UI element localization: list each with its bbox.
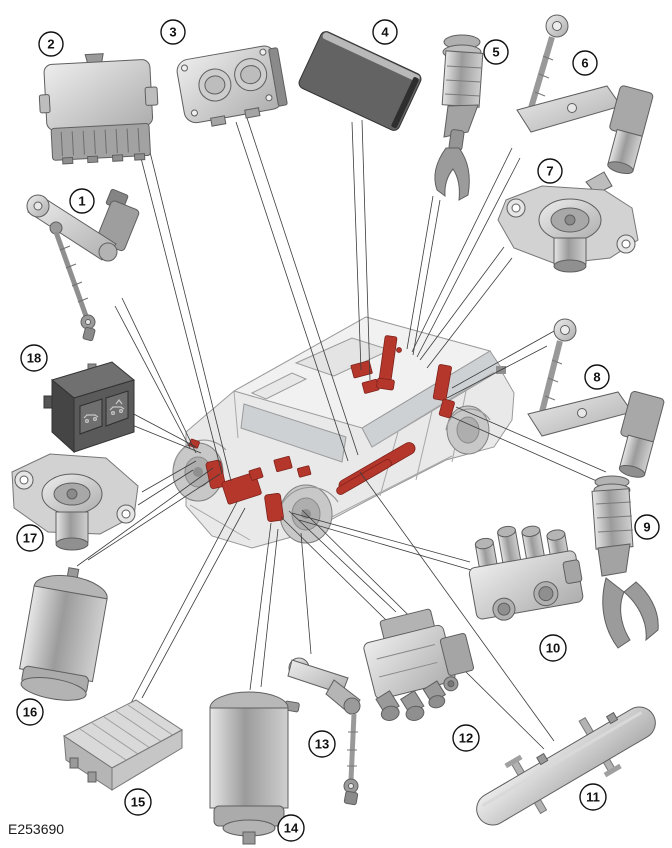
part-height-sensor-front	[26, 188, 140, 342]
callout-11: 11	[579, 783, 607, 811]
svg-text:7: 7	[546, 164, 553, 179]
callout-4: 4	[372, 19, 398, 45]
part-height-sensor-linkage-a	[516, 14, 654, 175]
part-air-spring-front	[19, 567, 108, 701]
highlight-rear-right-air-spring	[264, 493, 284, 522]
callout-16: 16	[16, 698, 44, 726]
switch-button-lower	[79, 398, 103, 435]
svg-text:9: 9	[643, 520, 650, 535]
part-control-module	[38, 53, 159, 165]
leader-lines	[76, 117, 607, 750]
suspension-lower-icon	[83, 414, 99, 424]
part-air-strut-front	[434, 34, 484, 201]
svg-text:5: 5	[492, 45, 499, 60]
vehicle-roof-hatch	[250, 372, 308, 400]
highlight-fastener	[396, 347, 402, 353]
svg-text:1: 1	[78, 194, 85, 209]
part-ride-height-switch	[43, 361, 136, 454]
highlight-valve-fitting	[248, 467, 264, 481]
callout-9: 9	[634, 514, 660, 540]
highlight-mid-sensor-foot	[376, 377, 395, 391]
highlight-front-sensor	[438, 398, 455, 419]
callout-12: 12	[452, 724, 480, 752]
callout-13: 13	[308, 730, 336, 758]
highlight-rear-module-a	[273, 455, 293, 473]
svg-text:13: 13	[315, 737, 329, 752]
svg-text:16: 16	[23, 705, 37, 720]
svg-text:12: 12	[459, 731, 473, 746]
svg-text:14: 14	[284, 821, 299, 836]
part-strut-top-mount-b	[11, 453, 139, 551]
part-mount-bracket-plate	[176, 45, 288, 127]
part-valve-block	[468, 525, 584, 621]
callout-6: 6	[572, 50, 598, 76]
callout-17: 17	[16, 524, 44, 552]
svg-text:4: 4	[381, 25, 389, 40]
callout-14: 14	[277, 814, 305, 842]
callout-2: 2	[38, 31, 64, 57]
svg-text:18: 18	[27, 351, 41, 366]
part-air-strut-rear	[591, 475, 659, 649]
vehicle-illustration	[172, 316, 515, 549]
part-flat-panel	[298, 31, 422, 131]
callout-5: 5	[483, 39, 509, 65]
callouts: 1 2 3 4 5 6 7 8 9 10	[16, 19, 660, 842]
svg-text:3: 3	[169, 25, 176, 40]
svg-text:6: 6	[581, 56, 588, 71]
callout-1: 1	[69, 188, 95, 214]
callout-15: 15	[124, 788, 152, 816]
callout-3: 3	[160, 19, 186, 45]
part-compressor	[363, 608, 475, 721]
svg-text:17: 17	[23, 531, 37, 546]
switch-button-raise	[105, 390, 129, 427]
highlight-rear-module-b	[296, 465, 312, 478]
callout-8: 8	[584, 364, 610, 390]
highlight-front-strut-top	[432, 364, 452, 402]
figure-reference-code: E253690	[8, 821, 64, 837]
highlight-cowl-module-a	[350, 360, 373, 379]
svg-text:2: 2	[47, 37, 54, 52]
highlighted-components	[188, 335, 455, 522]
callout-10: 10	[539, 634, 567, 662]
suspension-raise-icon	[109, 399, 125, 416]
part-height-sensor-rear-link	[287, 657, 361, 806]
svg-text:8: 8	[593, 370, 600, 385]
part-air-spring-rear	[209, 691, 300, 845]
part-air-reservoir	[476, 706, 656, 826]
svg-text:11: 11	[586, 790, 600, 805]
svg-text:10: 10	[546, 641, 560, 656]
callout-18: 18	[20, 344, 48, 372]
vehicle-rear-window	[240, 403, 347, 463]
part-strut-top-mount-a	[497, 171, 639, 273]
vehicle-wheel-front-right	[446, 405, 490, 455]
highlight-valve-block	[221, 472, 262, 505]
svg-text:15: 15	[131, 795, 145, 810]
callout-7: 7	[537, 158, 563, 184]
part-height-sensor-linkage-b	[527, 318, 665, 478]
part-compressor-cover	[63, 699, 183, 791]
